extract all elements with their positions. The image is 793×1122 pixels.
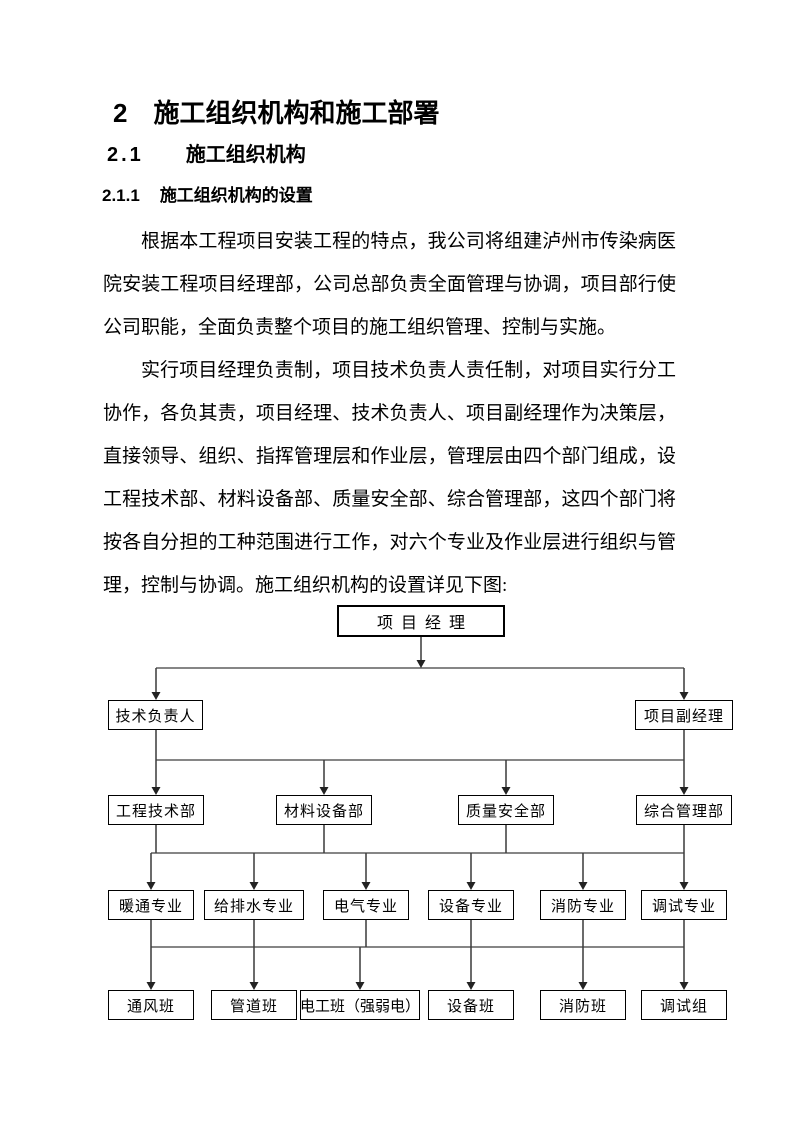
org-node-pipeline-team: 管道班 bbox=[211, 990, 297, 1020]
org-node-equipment-team: 设备班 bbox=[428, 990, 514, 1020]
paragraph-2: 实行项目经理负责制，项目技术负责人责任制，对项目实行分工协作，各负其责，项目经理… bbox=[103, 360, 676, 596]
paragraph-1: 根据本工程项目安装工程的特点，我公司将组建泸州市传染病医院安装工程项目经理部，公… bbox=[103, 231, 676, 338]
org-node-fire-specialty: 消防专业 bbox=[540, 890, 626, 920]
org-node-ventilation-team: 通风班 bbox=[108, 990, 194, 1020]
subsection-heading: 2.1.1 施工组织机构的设置 bbox=[102, 185, 313, 207]
org-node-commissioning-team: 调试组 bbox=[641, 990, 727, 1020]
chapter-number: 2 bbox=[113, 98, 128, 128]
section-heading: 2.1 施工组织机构 bbox=[107, 142, 306, 168]
org-node-technical-director: 技术负责人 bbox=[108, 700, 203, 730]
subsection-number: 2.1.1 bbox=[102, 186, 140, 205]
section-number: 2.1 bbox=[107, 144, 144, 166]
org-node-hvac-specialty: 暖通专业 bbox=[108, 890, 194, 920]
chapter-heading: 2 施工组织机构和施工部署 bbox=[113, 96, 439, 130]
section-title: 施工组织机构 bbox=[185, 144, 306, 166]
org-node-electrician-team: 电工班（强弱电） bbox=[300, 990, 420, 1020]
org-node-fire-team: 消防班 bbox=[540, 990, 626, 1020]
org-node-admin-dept: 综合管理部 bbox=[636, 795, 732, 825]
org-chart-connectors bbox=[146, 637, 689, 990]
org-node-commissioning-specialty: 调试专业 bbox=[641, 890, 727, 920]
org-node-project-manager: 项目经理 bbox=[337, 605, 505, 637]
org-node-materials-dept: 材料设备部 bbox=[276, 795, 372, 825]
org-chart: 项目经理 技术负责人 项目副经理 工程技术部 材料设备部 质量安全部 综合管理部… bbox=[0, 600, 793, 1060]
chapter-title: 施工组织机构和施工部署 bbox=[153, 98, 440, 128]
subsection-title: 施工组织机构的设置 bbox=[159, 186, 313, 205]
org-node-deputy-project-manager: 项目副经理 bbox=[635, 700, 733, 730]
org-node-electrical-specialty: 电气专业 bbox=[323, 890, 409, 920]
org-node-plumbing-specialty: 给排水专业 bbox=[204, 890, 304, 920]
org-node-quality-safety-dept: 质量安全部 bbox=[458, 795, 554, 825]
org-node-engineering-dept: 工程技术部 bbox=[108, 795, 204, 825]
body-text: 根据本工程项目安装工程的特点，我公司将组建泸州市传染病医院安装工程项目经理部，公… bbox=[103, 220, 676, 607]
org-node-equipment-specialty: 设备专业 bbox=[428, 890, 514, 920]
